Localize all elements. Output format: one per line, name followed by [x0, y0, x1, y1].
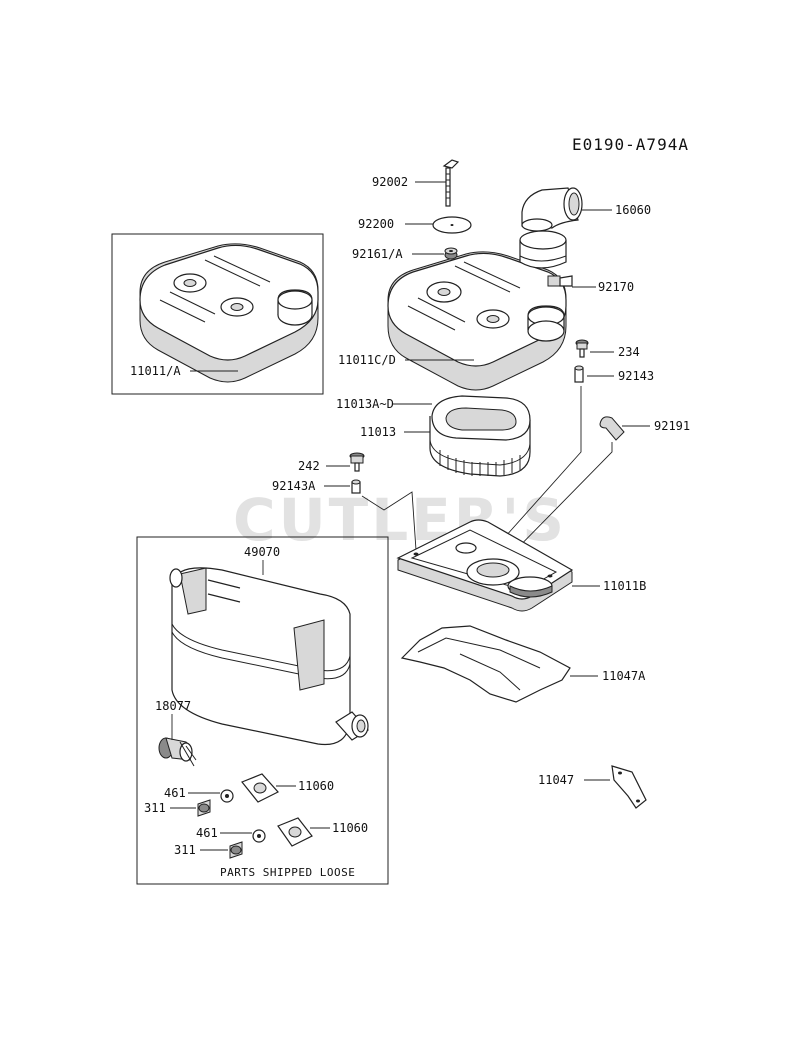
grommet-92161a [444, 247, 458, 260]
label-11011a: 11011/A [130, 364, 181, 378]
label-49070: 49070 [244, 545, 280, 559]
label-234: 234 [618, 345, 640, 359]
loose-parts-caption: PARTS SHIPPED LOOSE [220, 866, 355, 879]
label-11011b: 11011B [603, 579, 646, 593]
label-92170: 92170 [598, 280, 634, 294]
air-filter-element [429, 395, 531, 477]
label-18077: 18077 [155, 699, 191, 713]
collar-92143 [574, 365, 584, 383]
alt-cover-box [111, 233, 324, 395]
label-11047a: 11047A [602, 669, 646, 683]
nut-311-lower [229, 841, 243, 859]
label-92143a: 92143A [272, 479, 316, 493]
intake-elbow [521, 187, 583, 232]
gasket-11060-upper [241, 773, 279, 803]
label-11013ad: 11013A~D [336, 397, 394, 411]
label-311-lower: 311 [174, 843, 196, 857]
label-242: 242 [298, 459, 320, 473]
label-16060: 16060 [615, 203, 651, 217]
guide-92191 [499, 442, 613, 567]
label-92161a: 92161/A [352, 247, 403, 261]
label-92143: 92143 [618, 369, 654, 383]
label-92002: 92002 [372, 175, 408, 189]
air-cleaner-cover-alt [139, 243, 319, 383]
label-11013: 11013 [360, 425, 396, 439]
guide-92143a [361, 491, 417, 551]
loose-parts-box [136, 536, 389, 885]
guide-92143 [487, 386, 582, 557]
label-92200: 92200 [358, 217, 394, 231]
hose-clamp [519, 230, 573, 287]
label-11047: 11047 [538, 773, 574, 787]
bracket-11047 [611, 765, 647, 809]
label-461-lower: 461 [196, 826, 218, 840]
diagram-code: E0190-A794A [572, 135, 689, 154]
breather-tube [599, 416, 625, 441]
washer-461-lower [252, 829, 266, 843]
spark-arrestor [158, 737, 197, 767]
muffler [169, 567, 369, 746]
air-cleaner-base [396, 519, 574, 612]
bolt-234 [575, 339, 589, 358]
washer-461-upper [220, 789, 234, 803]
bolt-242 [349, 452, 365, 472]
collar-92143a [351, 479, 361, 494]
air-cleaner-cover [387, 251, 567, 391]
label-461-upper: 461 [164, 786, 186, 800]
label-11060-upper: 11060 [298, 779, 334, 793]
gasket-11060-lower [277, 817, 313, 847]
label-11011cd: 11011C/D [338, 353, 396, 367]
nut-311-upper [197, 799, 211, 817]
label-311-upper: 311 [144, 801, 166, 815]
label-11060-lower: 11060 [332, 821, 368, 835]
stud-bolt [442, 159, 460, 207]
label-92191: 92191 [654, 419, 690, 433]
bracket-plate-11047a [400, 625, 571, 703]
